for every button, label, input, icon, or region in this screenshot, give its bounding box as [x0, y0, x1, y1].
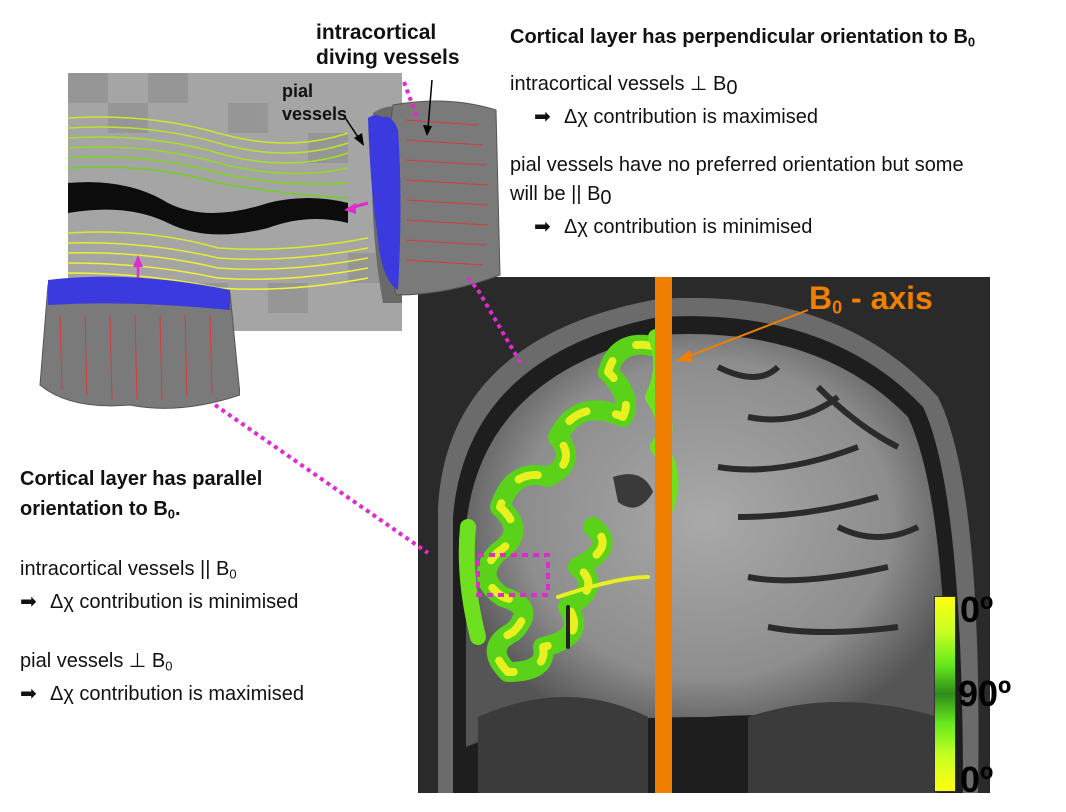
parallel-heading-2: orientation to B0.: [20, 499, 181, 520]
perp-line-pial-a: pial vessels have no preferred orientati…: [510, 155, 964, 175]
right-arrow-icon: ➡: [534, 217, 564, 237]
intracortical-diving-vessels-label: intracortical diving vessels: [316, 20, 460, 70]
b0-axis-bar: [655, 277, 672, 793]
orientation-colorbar: [934, 596, 956, 792]
b0-axis-label: B0 - axis: [809, 282, 933, 317]
perp-line-minimised: ➡Δχ contribution is minimised: [534, 217, 812, 237]
perp-line-maximised: ➡Δχ contribution is maximised: [534, 107, 818, 127]
par-line-minimised: ➡Δχ contribution is minimised: [20, 592, 298, 612]
coronal-mri-image: [418, 277, 990, 793]
right-arrow-icon: ➡: [20, 684, 50, 704]
colorbar-mid-label: 90º: [958, 676, 1011, 712]
colorbar-top-label: 0º: [960, 592, 993, 628]
coronal-mri-panel: [418, 277, 990, 793]
colorbar-bottom-label: 0º: [960, 762, 993, 798]
perp-line-pial-b: will be || B0: [510, 184, 612, 208]
perpendicular-cortex-block: [368, 90, 508, 305]
right-arrow-icon: ➡: [20, 592, 50, 612]
right-arrow-icon: ➡: [534, 107, 564, 127]
perpendicular-heading: Cortical layer has perpendicular orienta…: [510, 27, 975, 48]
par-line-pial: pial vessels ⊥ B0: [20, 651, 173, 672]
perp-line-intracortical: intracortical vessels ⊥ B0: [510, 74, 738, 98]
par-line-maximised: ➡Δχ contribution is maximised: [20, 684, 304, 704]
parallel-cortex-block: [30, 275, 240, 415]
par-line-intracortical: intracortical vessels || B0: [20, 559, 237, 580]
parallel-heading-1: Cortical layer has parallel: [20, 469, 262, 489]
pial-vessels-label: pial vessels: [282, 80, 347, 125]
